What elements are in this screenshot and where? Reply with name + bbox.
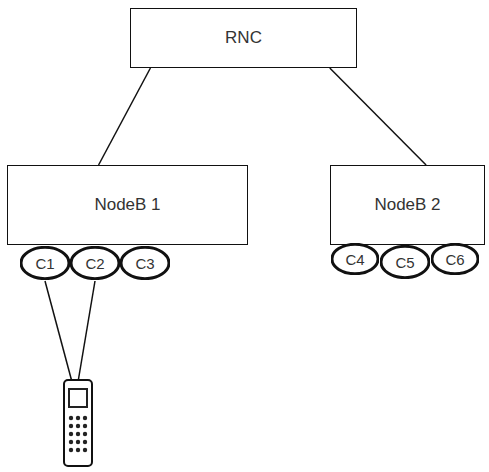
- mobile-phone-icon: [64, 380, 92, 466]
- cell-ellipse: C5: [380, 245, 430, 279]
- cell-label: C5: [395, 254, 414, 271]
- cell-ellipse: C4: [331, 243, 379, 275]
- node-label: NodeB 2: [374, 195, 440, 215]
- cell-label: C2: [85, 255, 104, 272]
- base-station-box: NodeB 1: [7, 165, 248, 245]
- cell-ellipse: C1: [20, 246, 70, 280]
- cell-label: C4: [345, 251, 364, 268]
- cell-ellipse: C6: [431, 243, 479, 275]
- cell-ellipse: C2: [70, 246, 120, 280]
- radio-link-line: [45, 281, 72, 382]
- link-line: [330, 68, 426, 165]
- cell-label: C3: [135, 255, 154, 272]
- link-line: [99, 68, 151, 165]
- base-station-box: NodeB 2: [330, 165, 485, 245]
- cell-label: C1: [35, 255, 54, 272]
- cell-label: C6: [445, 251, 464, 268]
- controller-box: RNC: [130, 8, 357, 68]
- node-label: RNC: [225, 28, 262, 48]
- node-label: NodeB 1: [94, 195, 160, 215]
- radio-link-line: [78, 281, 95, 382]
- cell-ellipse: C3: [120, 246, 170, 280]
